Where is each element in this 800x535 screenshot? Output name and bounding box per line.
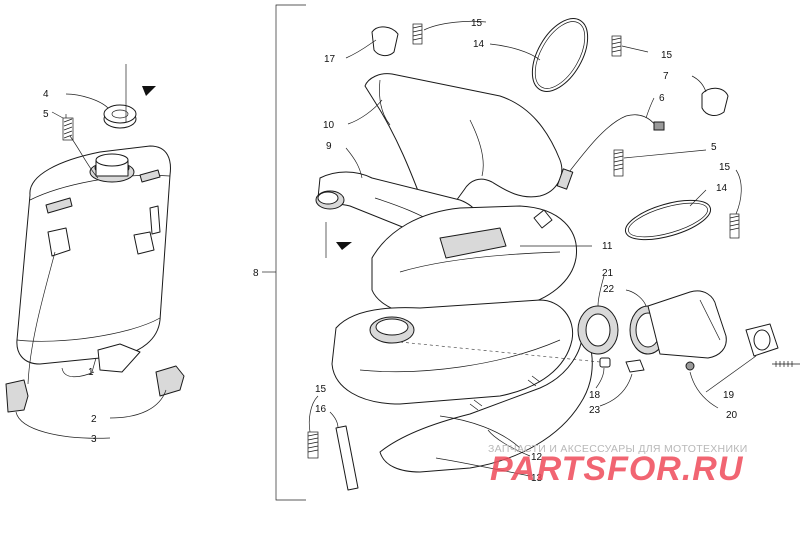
muffler-bracket-right (133, 231, 155, 255)
callout-22: 22 (603, 284, 615, 295)
ring-clamp (701, 87, 729, 116)
lower-chamber (331, 299, 574, 405)
callout-14: 14 (473, 39, 485, 50)
callout-15: 15 (315, 384, 327, 395)
callout-8: 8 (253, 268, 259, 279)
expansion-chamber-assembly (307, 18, 800, 491)
callout-4: 4 (43, 89, 49, 100)
callout-21: 21 (602, 268, 614, 279)
exhaust-manifold (647, 290, 727, 359)
ring-clamp (371, 26, 399, 57)
watermark-caption: ЗАПЧАСТИ И АКСЕССУАРЫ ДЛЯ МОТОТЕХНИКИ (488, 443, 748, 455)
callout-20: 20 (726, 410, 738, 421)
muffler-mount (97, 343, 141, 373)
callout-23: 23 (589, 405, 601, 416)
callout-13: 13 (531, 473, 543, 484)
callout-6: 6 (659, 93, 665, 104)
spring (307, 431, 319, 459)
watermark-logo: PARTSFOR.RU (490, 450, 744, 488)
bumper (155, 365, 185, 397)
arrow-icon (336, 242, 352, 250)
spring (613, 149, 624, 177)
spring (729, 213, 740, 239)
callout-5: 5 (711, 142, 717, 153)
spring-hook (599, 357, 611, 368)
muffler-assembly (5, 64, 185, 439)
callout-10: 10 (323, 120, 335, 131)
callout-15: 15 (719, 162, 731, 173)
arrow-icon (142, 86, 156, 96)
callout-9: 9 (326, 141, 332, 152)
callout-15: 15 (471, 18, 483, 29)
lower-heat-shield (379, 329, 593, 473)
callout-11: 11 (602, 241, 613, 252)
callout-7: 7 (663, 71, 669, 82)
group-bracket (275, 4, 306, 501)
spring (62, 117, 74, 141)
spring (611, 35, 622, 57)
sensor-connector (653, 121, 665, 131)
nut (685, 361, 695, 371)
callout-3: 3 (91, 434, 97, 445)
callout-19: 19 (723, 390, 735, 401)
callout-numbers: 1 2 3 4 5 5 6 7 8 9 10 11 12 13 14 14 15… (43, 18, 738, 484)
callout-17: 17 (324, 54, 336, 65)
muffler-bracket-left (47, 227, 71, 257)
bumper (5, 379, 29, 413)
band-clamp (624, 199, 712, 241)
insulator-strip (335, 425, 359, 491)
callout-5: 5 (43, 109, 49, 120)
callout-16: 16 (315, 404, 327, 415)
callout-15: 15 (661, 50, 673, 61)
muffler-body (16, 145, 171, 365)
callout-2: 2 (91, 414, 97, 425)
callout-14: 14 (716, 183, 728, 194)
callout-1: 1 (88, 367, 94, 378)
band-clamp (531, 18, 589, 92)
callout-18: 18 (589, 390, 601, 401)
callout-12: 12 (531, 452, 543, 463)
leader-lines (308, 20, 757, 477)
spring (412, 23, 423, 45)
